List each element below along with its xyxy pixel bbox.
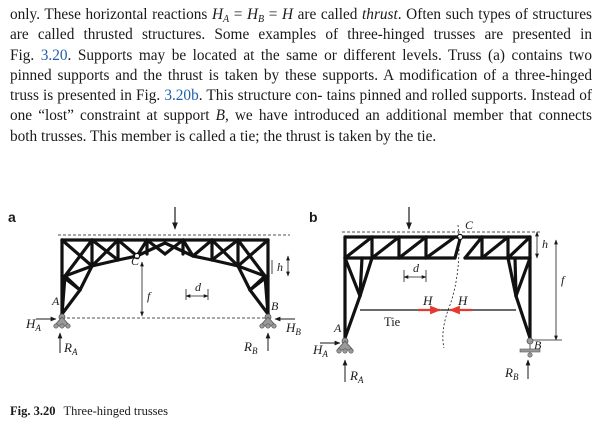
- truss-a: a: [8, 207, 301, 357]
- panel-label-a: a: [8, 209, 16, 225]
- hinge-c-a: [133, 252, 141, 260]
- reaction-label-b-left: RA: [349, 368, 364, 385]
- truss-b: b: [309, 207, 566, 385]
- reaction-label-a-right: RB: [243, 339, 258, 356]
- node-label-a-right: B: [271, 299, 279, 313]
- tie-label: Tie: [384, 315, 401, 329]
- figure-caption: Fig. 3.20 Three-hinged trusses: [10, 404, 168, 419]
- reaction-label-a-left: RA: [63, 340, 78, 357]
- svg-text:d: d: [195, 280, 202, 294]
- tie-force-label-left: H: [422, 293, 433, 308]
- section-cut-line: [442, 224, 460, 349]
- svg-text:h: h: [542, 237, 548, 251]
- truss-members-a: [60, 238, 270, 316]
- tie-force-label-right: H: [457, 293, 468, 308]
- figure-caption-text: Three-hinged trusses: [63, 404, 168, 418]
- pinned-support-a-left: [53, 313, 71, 329]
- reaction-label-b-right: RB: [504, 365, 519, 382]
- pinned-support-b-left: [336, 337, 354, 354]
- thrust-label-a-left: HA: [25, 316, 41, 333]
- svg-text:h: h: [277, 260, 283, 274]
- hinge-c-b: [456, 233, 464, 241]
- figure-number: Fig. 3.20: [10, 404, 56, 418]
- svg-text:f: f: [561, 273, 566, 287]
- hinge-label-b: C: [465, 218, 474, 232]
- thrust-label-a-right: HB: [285, 320, 301, 337]
- panel-label-b: b: [309, 209, 318, 225]
- body-paragraph: only. These horizontal reactions HA = HB…: [10, 6, 593, 145]
- node-label-a-left: A: [51, 294, 60, 308]
- figure-reference-link-b[interactable]: 3.20b: [164, 87, 199, 105]
- roller-support-b-right: [519, 337, 541, 358]
- truss-members-b: [343, 235, 532, 340]
- thrust-label-b-left: HA: [312, 342, 328, 359]
- pinned-support-a-right: [259, 313, 277, 329]
- node-label-b-left: A: [333, 321, 342, 335]
- figure-reference-link[interactable]: 3.20: [40, 46, 68, 64]
- hinge-label-a: C: [131, 254, 140, 268]
- svg-text:d: d: [413, 261, 420, 275]
- node-label-b-right: B: [534, 338, 542, 352]
- svg-text:f: f: [147, 289, 152, 303]
